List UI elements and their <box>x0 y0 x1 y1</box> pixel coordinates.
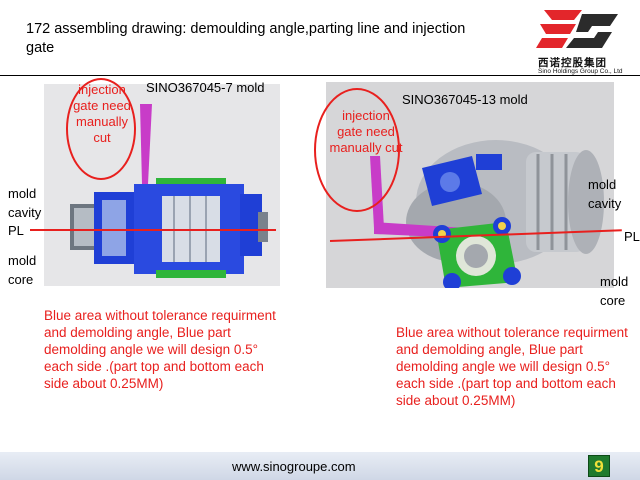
title-divider <box>0 75 640 76</box>
left-parting-line <box>30 229 276 231</box>
right-core-label: mold core <box>600 274 629 308</box>
sino-logo-icon <box>536 10 618 48</box>
left-core-label: mold core <box>8 253 37 287</box>
left-description: Blue area without tolerance requirment a… <box>44 308 276 391</box>
right-cavity-label: mold cavity <box>588 177 622 211</box>
right-description: Blue area without tolerance requirment a… <box>396 325 628 408</box>
left-gate-highlight <box>66 78 136 180</box>
right-gate-highlight <box>314 88 400 212</box>
left-cavity-label: mold cavity <box>8 186 42 220</box>
left-gate-note: injection gate need manually cut <box>73 82 131 145</box>
logo-chinese-name: 西诺控股集团 <box>538 57 607 69</box>
right-gate-note: injection gate need manually cut <box>329 108 403 155</box>
logo-english-name: Sino Holdings Group Co., Ltd <box>538 68 623 75</box>
footer-bar <box>0 452 640 480</box>
right-mold-title: SINO367045-13 mold <box>402 92 528 107</box>
page-number-badge: 9 <box>588 455 610 477</box>
left-mold-title: SINO367045-7 mold <box>146 80 265 95</box>
footer-url[interactable]: www.sinogroupe.com <box>232 459 356 474</box>
slide-title: 172 assembling drawing: demoulding angle… <box>26 21 466 56</box>
left-pl-label: PL <box>8 223 24 238</box>
right-pl-label: PL <box>624 229 640 244</box>
